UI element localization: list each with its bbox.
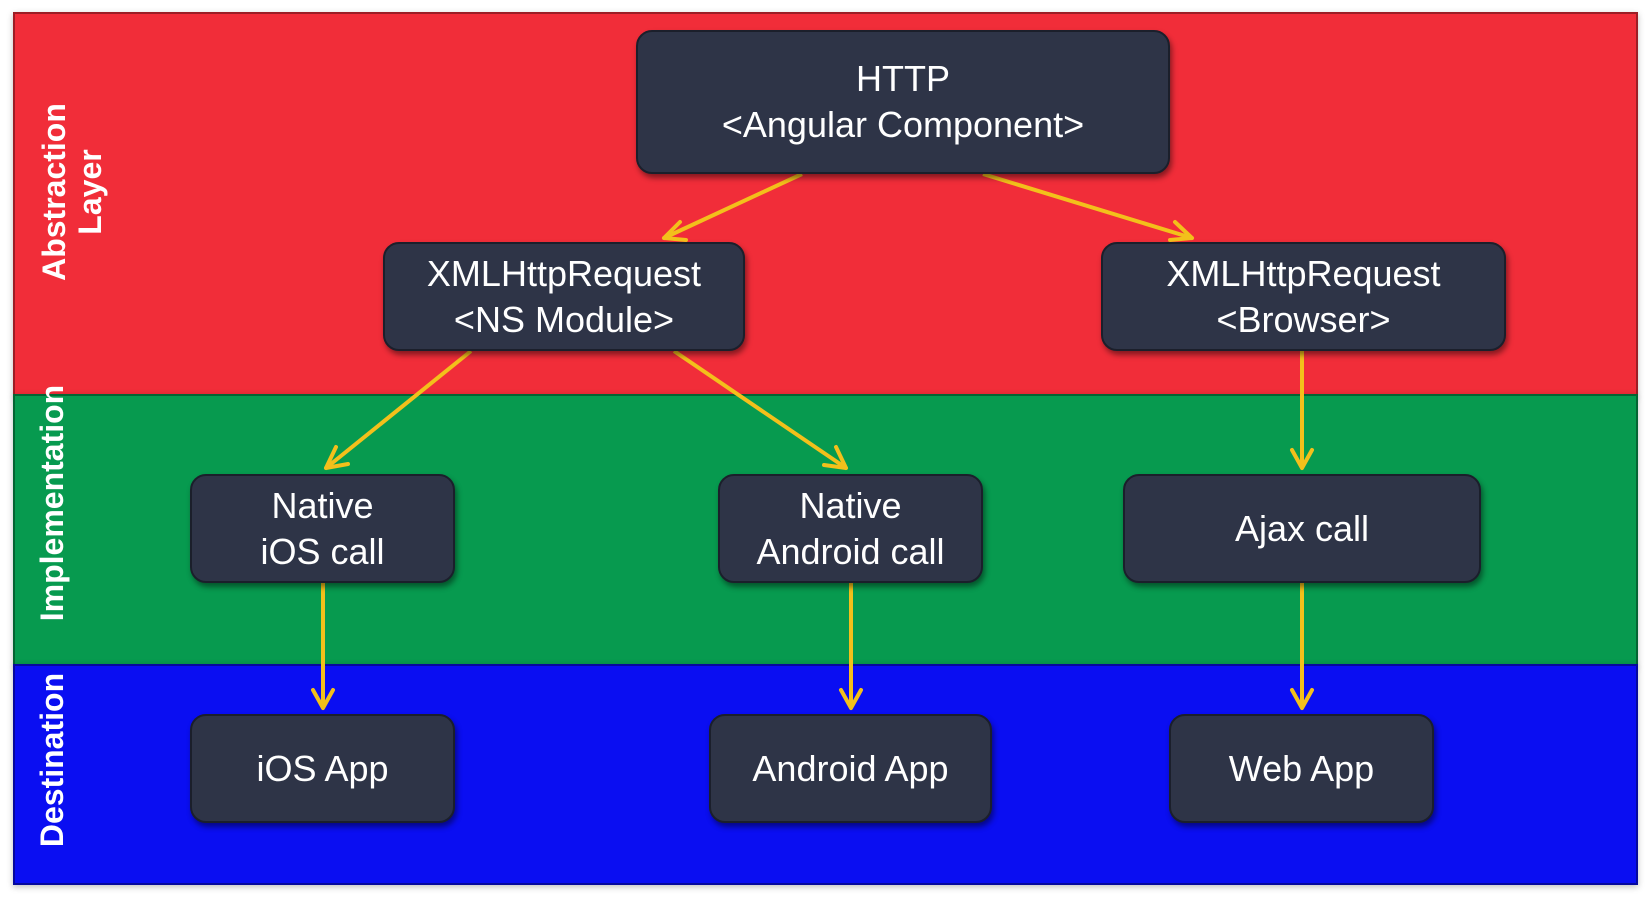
node-web-app: Web App <box>1169 714 1434 823</box>
node-native-android-line1: Native <box>799 484 902 526</box>
node-native-ios-line2: iOS call <box>260 530 385 572</box>
node-http-line2: <Angular Component> <box>721 104 1085 145</box>
node-android-app: Android App <box>709 714 992 823</box>
node-xhr-ns-module: XMLHttpRequest <NS Module> <box>383 242 745 351</box>
node-native-android-call: Native Android call <box>718 474 983 583</box>
node-xhr-browser-line2: <Browser> <box>1216 298 1391 340</box>
node-http-angular-component: HTTP <Angular Component> <box>636 30 1170 174</box>
node-xhr-ns-line1: XMLHttpRequest <box>426 252 702 294</box>
abstraction-layer-label-line1: Abstraction <box>36 103 72 281</box>
node-xhr-browser-line1: XMLHttpRequest <box>1166 252 1441 294</box>
node-ios-app-line1: iOS App <box>256 747 389 789</box>
node-ajax-line1: Ajax call <box>1234 507 1370 549</box>
abstraction-layer-label-line2: Layer <box>72 149 108 235</box>
node-android-app-line1: Android App <box>752 747 949 789</box>
node-http-line1: HTTP <box>856 58 950 99</box>
destination-layer-label-line1: Destination <box>34 672 70 848</box>
implementation-layer-label: Implementation <box>34 385 70 621</box>
abstraction-layer-label: Abstraction Layer <box>36 103 108 281</box>
node-native-android-line2: Android call <box>756 530 945 572</box>
node-native-ios-line1: Native <box>271 484 374 526</box>
node-xhr-ns-line2: <NS Module> <box>453 298 675 340</box>
node-ajax-call: Ajax call <box>1123 474 1481 583</box>
implementation-layer-label-line1: Implementation <box>34 384 70 622</box>
node-native-ios-call: Native iOS call <box>190 474 455 583</box>
node-xhr-browser: XMLHttpRequest <Browser> <box>1101 242 1506 351</box>
node-web-app-line1: Web App <box>1228 747 1375 789</box>
node-ios-app: iOS App <box>190 714 455 823</box>
destination-layer-label: Destination <box>34 673 70 847</box>
